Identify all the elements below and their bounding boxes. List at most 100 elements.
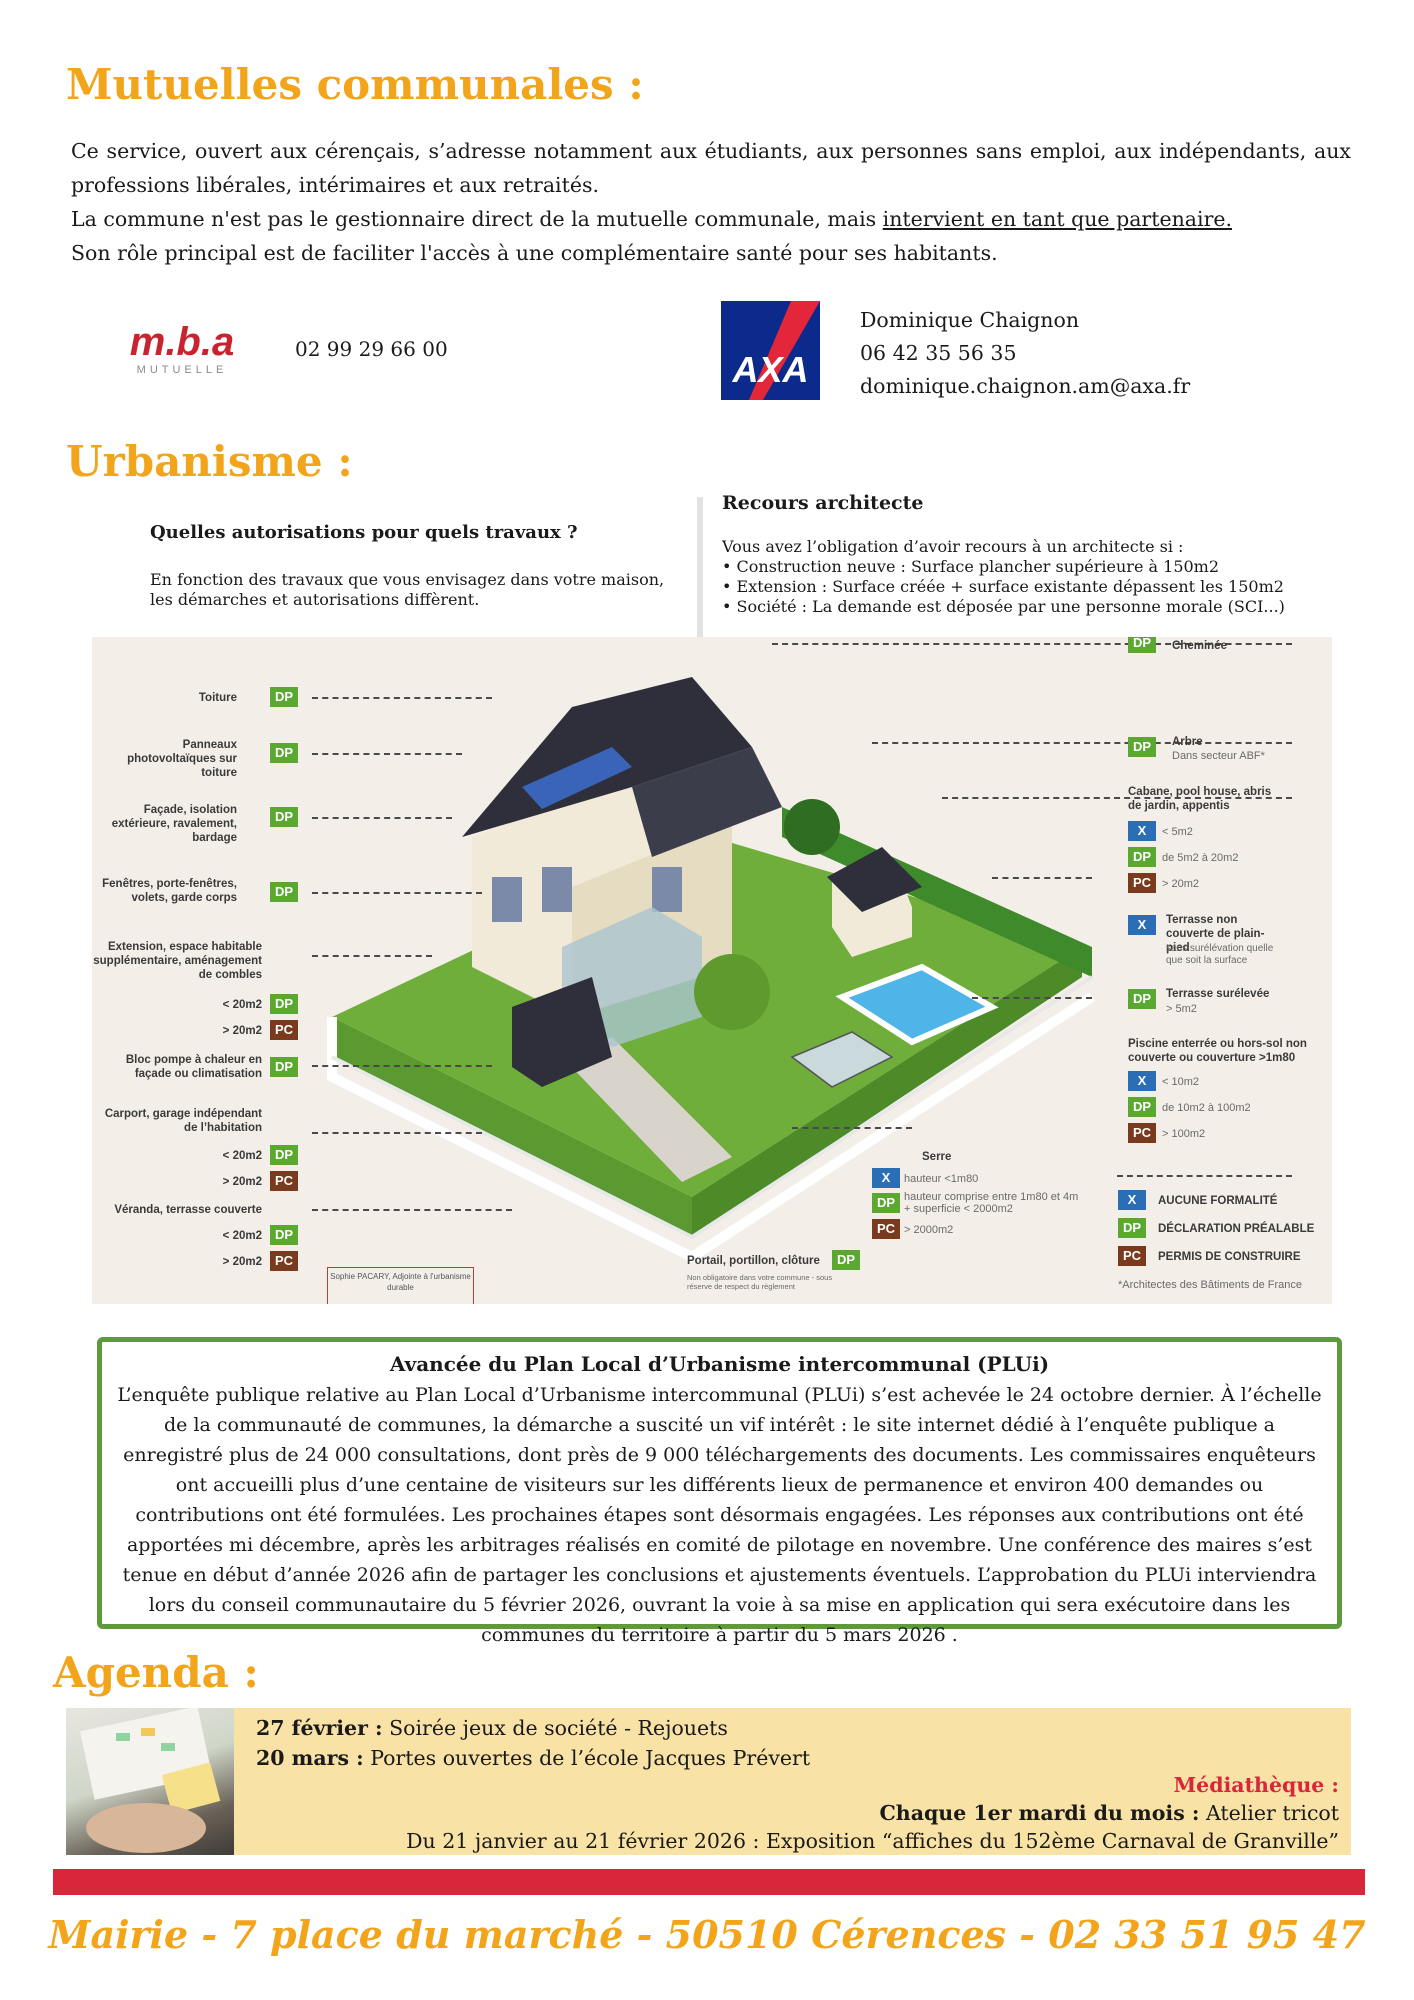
label-serre-x: hauteur <1m80 bbox=[904, 1173, 979, 1185]
agenda-event-text: Soirée jeux de société - Rejouets bbox=[382, 1716, 728, 1740]
footer-address: Mairie - 7 place du marché - 50510 Céren… bbox=[48, 1912, 1366, 1957]
agenda-title: Agenda : bbox=[53, 1648, 259, 1697]
label-cheminee: Cheminée bbox=[1172, 640, 1227, 652]
label-portail-sub: Non obligatoire dans votre commune - sou… bbox=[687, 1273, 833, 1291]
badge-pc: PC bbox=[1128, 873, 1156, 893]
recours-title: Recours architecte bbox=[722, 492, 924, 514]
plui-box: Avancée du Plan Local d’Urbanisme interc… bbox=[97, 1337, 1342, 1646]
badge-pc: PC bbox=[270, 1251, 298, 1271]
mediatheque-event-date: Chaque 1er mardi du mois : bbox=[879, 1801, 1200, 1825]
legend-dp: DÉCLARATION PRÉALABLE bbox=[1158, 1223, 1315, 1235]
axa-contact: Dominique Chaignon 06 42 35 56 35 domini… bbox=[860, 304, 1190, 403]
badge-dp: DP bbox=[872, 1193, 900, 1213]
label-carport: Carport, garage indépendant de l’habitat… bbox=[104, 1108, 262, 1134]
label-terrasse-sub: sans surélévation quelle que soit la sur… bbox=[1166, 943, 1274, 966]
leader-line bbox=[872, 742, 1292, 744]
badge-x: X bbox=[1128, 915, 1156, 935]
leader-line bbox=[312, 697, 492, 699]
mediatheque: Médiathèque : Chaque 1er mardi du mois :… bbox=[339, 1771, 1339, 1855]
label-lt20: < 20m2 bbox=[222, 1230, 262, 1242]
badge-pc: PC bbox=[1128, 1123, 1156, 1143]
leader-line bbox=[772, 643, 1292, 645]
label-terrasse-sur-sub: > 5m2 bbox=[1166, 1003, 1197, 1015]
footer-bar bbox=[53, 1869, 1365, 1895]
badge-dp: DP bbox=[270, 743, 298, 763]
agenda-event-text: Portes ouvertes de l’école Jacques Préve… bbox=[363, 1746, 811, 1770]
mutuelles-title: Mutuelles communales : bbox=[66, 60, 644, 109]
badge-dp: DP bbox=[832, 1250, 860, 1270]
label-facade: Façade, isolation extérieure, ravalement… bbox=[111, 804, 237, 844]
label-serre-pc: > 2000m2 bbox=[904, 1224, 954, 1236]
badge-dp: DP bbox=[270, 1057, 298, 1077]
mba-logo-sub: MUTUELLE bbox=[136, 364, 228, 376]
badge-pc: PC bbox=[270, 1171, 298, 1191]
autorisations-title: Quelles autorisations pour quels travaux… bbox=[150, 522, 578, 543]
label-cabane-dp: de 5m2 à 20m2 bbox=[1162, 852, 1239, 864]
mutuelles-text: Ce service, ouvert aux cérençais, s’adre… bbox=[71, 134, 1351, 270]
label-lt20: < 20m2 bbox=[222, 999, 262, 1011]
label-veranda: Véranda, terrasse couverte bbox=[114, 1204, 262, 1216]
legend-pc: PERMIS DE CONSTRUIRE bbox=[1158, 1251, 1301, 1263]
recours-list: Vous avez l’obligation d’avoir recours à… bbox=[722, 537, 1285, 617]
badge-dp: DP bbox=[270, 1145, 298, 1165]
label-gt20: > 20m2 bbox=[222, 1025, 262, 1037]
legend-badge-x: X bbox=[1118, 1190, 1146, 1210]
axa-logo-graphic bbox=[749, 301, 820, 400]
mediatheque-event-text: Atelier tricot bbox=[1199, 1801, 1339, 1825]
badge-dp: DP bbox=[270, 687, 298, 707]
badge-dp: DP bbox=[1128, 737, 1156, 757]
badge-dp: DP bbox=[270, 994, 298, 1014]
mediatheque-title: Médiathèque : bbox=[1173, 1773, 1339, 1797]
leader-line bbox=[312, 1209, 512, 1211]
axa-name: Dominique Chaignon bbox=[860, 308, 1080, 332]
legend-badge-dp: DP bbox=[1118, 1218, 1146, 1238]
urbanisme-divider bbox=[697, 497, 703, 637]
label-arbre-sub: Dans secteur ABF* bbox=[1172, 750, 1265, 762]
badge-x: X bbox=[872, 1168, 900, 1188]
leader-line bbox=[312, 955, 432, 957]
badge-dp: DP bbox=[270, 1225, 298, 1245]
agenda-event-date: 27 février : bbox=[256, 1716, 383, 1740]
badge-dp: DP bbox=[1128, 1097, 1156, 1117]
leader-line bbox=[312, 1065, 492, 1067]
label-lt20: < 20m2 bbox=[222, 1150, 262, 1162]
badge-dp: DP bbox=[270, 882, 298, 902]
label-gt20: > 20m2 bbox=[222, 1256, 262, 1268]
axa-logo-text: AXA bbox=[732, 349, 809, 390]
house-drawing bbox=[327, 677, 1095, 1263]
label-piscine-x: < 10m2 bbox=[1162, 1076, 1199, 1088]
label-piscine-pc: > 100m2 bbox=[1162, 1128, 1206, 1140]
badge-pc: PC bbox=[270, 1020, 298, 1040]
mutuelles-p2-text: La commune n'est pas le gestionnaire dir… bbox=[71, 207, 883, 231]
badge-dp: DP bbox=[1128, 847, 1156, 867]
leader-line bbox=[972, 997, 1092, 999]
badge-x: X bbox=[1128, 821, 1156, 841]
legend-x: AUCUNE FORMALITÉ bbox=[1158, 1195, 1278, 1207]
badge-x: X bbox=[1128, 1071, 1156, 1091]
mutuelles-paragraph-2: La commune n'est pas le gestionnaire dir… bbox=[71, 202, 1351, 236]
label-arbre: Arbre bbox=[1172, 736, 1203, 748]
leader-line bbox=[312, 817, 452, 819]
agenda-event: 27 février : Soirée jeux de société - Re… bbox=[256, 1713, 810, 1743]
legend-divider bbox=[1117, 1175, 1292, 1177]
label-piscine: Piscine enterrée ou hors-sol non couvert… bbox=[1128, 1038, 1307, 1064]
house-illustration: Toiture DP Panneaux photovoltaïques sur … bbox=[92, 637, 1332, 1304]
leader-line bbox=[992, 877, 1092, 879]
badge-pc: PC bbox=[872, 1219, 900, 1239]
label-terrasse-sur: Terrasse surélevée bbox=[1166, 988, 1270, 1000]
axa-email[interactable]: dominique.chaignon.am@axa.fr bbox=[860, 374, 1191, 398]
label-gt20: > 20m2 bbox=[222, 1176, 262, 1188]
axa-logo: AXA bbox=[721, 301, 820, 400]
mba-phone: 02 99 29 66 00 bbox=[295, 337, 448, 361]
leader-line bbox=[942, 797, 1292, 799]
leader-line bbox=[312, 892, 482, 894]
axa-phone: 06 42 35 56 35 bbox=[860, 341, 1017, 365]
label-cabane: Cabane, pool house, abris de jardin, app… bbox=[1128, 786, 1272, 812]
label-fenetres: Fenêtres, porte-fenêtres, volets, garde … bbox=[102, 878, 237, 904]
agenda-events: 27 février : Soirée jeux de société - Re… bbox=[256, 1713, 810, 1773]
agenda-photo bbox=[66, 1708, 234, 1855]
label-extension: Extension, espace habitable supplémentai… bbox=[93, 941, 262, 981]
leader-line bbox=[312, 1132, 482, 1134]
agenda-event-date: 20 mars : bbox=[256, 1746, 364, 1770]
legend-note: *Architectes des Bâtiments de France bbox=[1118, 1279, 1303, 1291]
